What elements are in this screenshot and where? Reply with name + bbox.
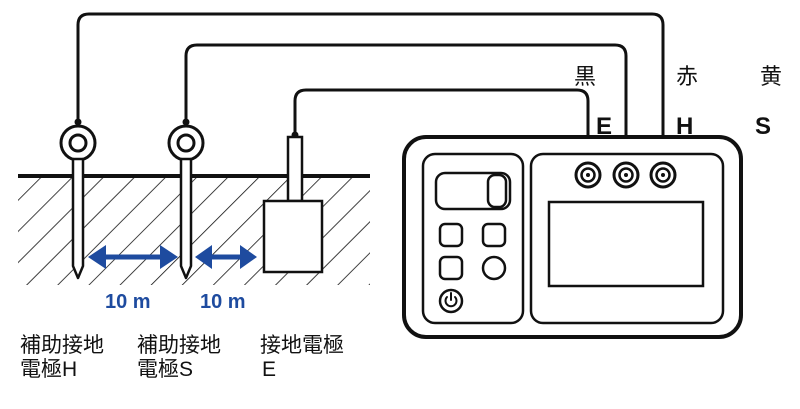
key-bottom-right[interactable] (481, 255, 507, 281)
wire-joint-dot (74, 118, 82, 126)
lcd-screen (547, 200, 705, 288)
caption-aux-h-line2: 電極H (20, 358, 77, 381)
terminal-label-h: H (676, 113, 693, 140)
aux-electrode-h (59, 118, 97, 280)
jack-e[interactable] (574, 161, 602, 189)
key-top-right[interactable] (481, 222, 507, 248)
power-icon (444, 296, 458, 308)
distance-label-h-s: 10 m (105, 291, 151, 313)
electrode-rod (286, 135, 304, 203)
terminal-color-yellow: 黄 (760, 64, 782, 89)
terminal-label-s: S (755, 113, 771, 140)
jack-h[interactable] (649, 161, 677, 189)
electrode-ring-inner (68, 133, 88, 153)
key-top-left[interactable] (438, 222, 464, 248)
range-selector-switch[interactable] (434, 171, 512, 211)
distance-arrow-s-e (195, 245, 257, 269)
caption-main-e-line2: E (262, 358, 276, 381)
distance-arrow-h-s (88, 245, 178, 269)
caption-aux-s-line1: 補助接地 (137, 334, 221, 357)
electrode-spike (179, 157, 193, 280)
aux-electrode-s (167, 118, 205, 280)
caption-aux-h-line1: 補助接地 (20, 334, 104, 357)
earth-tester (402, 135, 743, 339)
terminal-label-e: E (596, 113, 612, 140)
electrode-spike (71, 157, 85, 280)
caption-main-e-line1: 接地電極 (260, 334, 344, 357)
electrode-ring-inner (176, 133, 196, 153)
wire-s (184, 43, 628, 165)
wire-joint-dot (182, 118, 190, 126)
distance-label-s-e: 10 m (200, 291, 246, 313)
terminal-color-black: 黒 (574, 64, 596, 89)
terminal-color-red: 赤 (676, 64, 698, 89)
wire-e (293, 88, 590, 165)
main-electrode-e (262, 131, 324, 274)
wire-h (76, 12, 665, 165)
jack-s[interactable] (612, 161, 640, 189)
caption-aux-s-line2: 電極S (137, 358, 193, 381)
power-button[interactable] (438, 288, 464, 314)
electrode-plate (262, 199, 324, 274)
key-bottom-left[interactable] (438, 255, 464, 281)
